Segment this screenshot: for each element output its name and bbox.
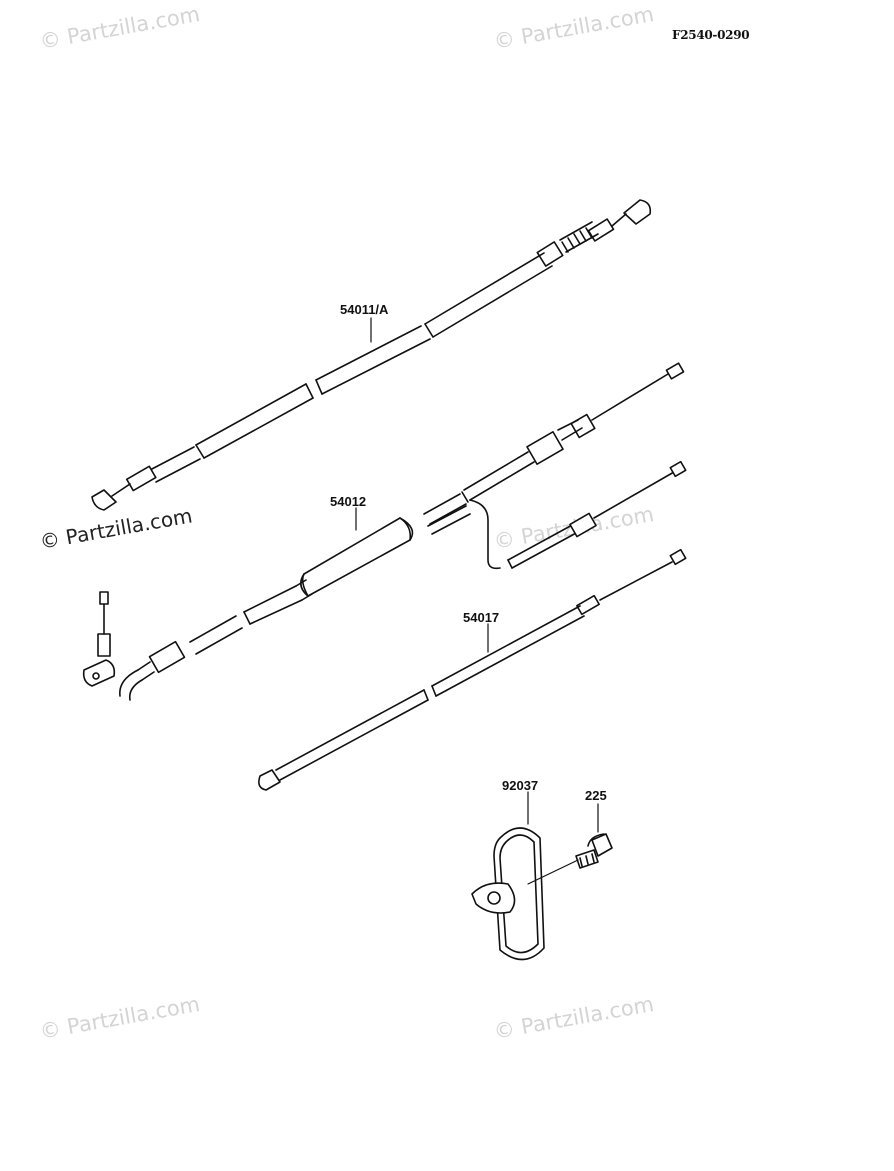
cable-54011a [91, 199, 652, 511]
part-label-92037: 92037 [502, 778, 538, 793]
clamp-92037 [471, 827, 545, 961]
part-label-54017: 54017 [463, 610, 499, 625]
bolt-225 [575, 833, 613, 869]
cable-54012 [82, 362, 687, 701]
part-label-54011a: 54011/A [340, 302, 389, 317]
part-label-54012: 54012 [330, 494, 366, 509]
cable-54017 [258, 548, 687, 791]
part-label-225: 225 [585, 788, 607, 803]
figure-code: F2540-0290 [672, 28, 750, 42]
leader-lines [355, 317, 599, 885]
